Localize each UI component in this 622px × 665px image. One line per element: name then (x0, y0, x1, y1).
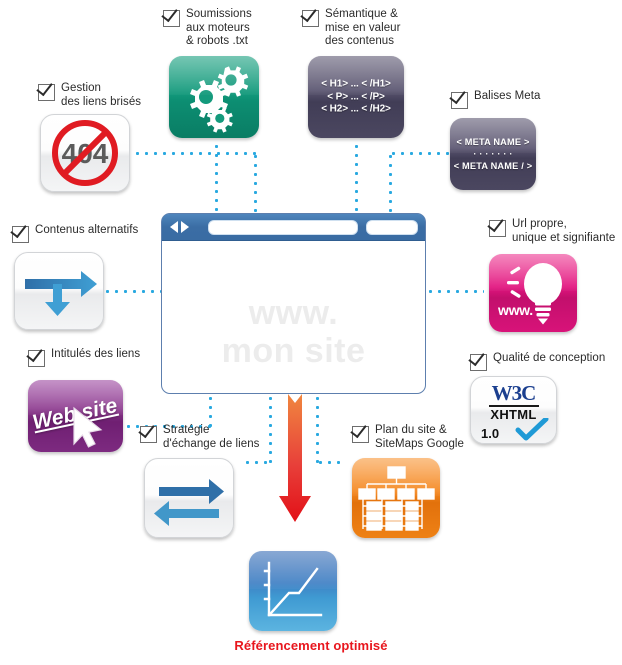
checkbox-icon[interactable] (28, 350, 45, 367)
icon-w3c-validation[interactable]: W3C XHTML 1.0 (470, 376, 557, 444)
connector-meta-to-hub (389, 152, 455, 155)
label-text: Balises Meta (474, 90, 541, 102)
checkbox-icon[interactable] (489, 220, 506, 237)
forward-arrow-icon[interactable] (181, 221, 189, 233)
meta-tag-text: < META NAME > · · · · · · · < META NAME … (453, 137, 533, 171)
label-design-quality: Qualité de conception (470, 352, 612, 371)
icon-website-cursor[interactable]: Web site (28, 380, 123, 452)
connector-exchange-stub (243, 461, 272, 464)
checkbox-icon[interactable] (352, 426, 369, 443)
connector-hub-right-vertical (389, 152, 392, 214)
connector-url-to-hub (426, 290, 484, 293)
label-link-anchors: Intitulés des liens (28, 348, 168, 367)
icon-lightbulb-www[interactable]: www. (489, 254, 577, 332)
404-blocked-icon: 404 (52, 120, 118, 186)
checkbox-icon[interactable] (163, 10, 180, 27)
connector-exchange-to-hub (269, 394, 272, 464)
icon-exchange-arrows[interactable] (144, 458, 234, 538)
label-submissions: Soumissions aux moteurs & robots .txt (163, 8, 281, 49)
connector-404-to-hub (133, 152, 256, 155)
label-sitemap: Plan du site & SiteMaps Google (352, 424, 482, 451)
label-meta-tags: Balises Meta (451, 90, 571, 109)
result-caption: Référencement optimisé (234, 638, 388, 653)
w3c-version-text: 1.0 (481, 426, 500, 441)
label-broken-links: Gestion des liens brisés (38, 82, 158, 109)
gears-icon (190, 66, 249, 133)
watermark-line-1: www. (248, 294, 339, 332)
watermark-line-2: mon site (221, 332, 366, 370)
checkbox-icon[interactable] (470, 354, 487, 371)
nav-arrows[interactable] (170, 219, 202, 235)
branch-arrow-icon (25, 271, 97, 316)
back-arrow-icon[interactable] (170, 221, 178, 233)
label-clean-url: Url propre, unique et signifiante (489, 218, 617, 245)
connector-semantics-to-hub (355, 142, 358, 214)
label-text: Contenus alternatifs (35, 224, 139, 236)
connector-website-to-hub (124, 425, 212, 428)
connector-hub-bottomleft-vertical (209, 394, 212, 428)
label-link-exchange: Stratégie d'échange de liens (140, 424, 266, 451)
icon-branch-arrow[interactable] (14, 252, 104, 330)
checkbox-icon[interactable] (12, 226, 29, 243)
checkmark-icon (515, 418, 549, 441)
checkbox-icon[interactable] (140, 426, 157, 443)
label-text: Url propre, unique et signifiante (512, 218, 616, 244)
label-text: Intitulés des liens (51, 348, 141, 360)
connector-gears-to-hub (215, 142, 218, 214)
icon-404-blocked[interactable]: 404 (40, 114, 130, 192)
w3c-divider (488, 405, 539, 407)
html-tags-text: < H1> ... < /H1> < P> ... < /P> < H2> ..… (321, 78, 391, 115)
search-input[interactable] (366, 220, 418, 235)
label-text: Plan du site & SiteMaps Google (375, 424, 464, 450)
url-input[interactable] (208, 220, 358, 235)
label-text: Qualité de conception (493, 352, 606, 364)
lightbulb-icon (507, 263, 562, 325)
label-alt-content: Contenus alternatifs (12, 224, 152, 243)
label-text: Soumissions aux moteurs & robots .txt (186, 8, 252, 47)
icon-gears[interactable] (169, 56, 259, 138)
checkbox-icon[interactable] (302, 10, 319, 27)
sitemap-tree-icon (358, 466, 435, 531)
checkbox-icon[interactable] (451, 92, 468, 109)
connector-altcontent-to-hub (103, 290, 161, 293)
result-arrow-icon (279, 394, 311, 522)
label-text: Gestion des liens brisés (61, 82, 142, 108)
exchange-arrows-icon (154, 479, 224, 526)
w3c-logo: W3C XHTML (471, 383, 556, 422)
w3c-main-text: W3C (491, 381, 537, 405)
icon-html-tags[interactable]: < H1> ... < /H1> < P> ... < /P> < H2> ..… (308, 56, 404, 138)
icon-growth-chart[interactable] (249, 551, 337, 631)
browser-toolbar (162, 214, 425, 241)
checkbox-icon[interactable] (38, 84, 55, 101)
icon-sitemap-tree[interactable] (352, 458, 440, 538)
label-semantics: Sémantique & mise en valeur des contenus (302, 8, 422, 49)
growth-chart-icon (263, 561, 323, 617)
cursor-icon (73, 406, 103, 448)
connector-sitemap-to-hub (316, 394, 319, 464)
connector-hub-left-vertical (254, 152, 257, 214)
icon-meta-tag[interactable]: < META NAME > · · · · · · · < META NAME … (450, 118, 536, 190)
www-text: www. (498, 302, 533, 318)
browser-window[interactable]: www. mon site (161, 213, 426, 394)
label-text: Stratégie d'échange de liens (163, 424, 260, 450)
connector-sitemap-stub (316, 461, 345, 464)
label-text: Sémantique & mise en valeur des contenus (325, 8, 401, 47)
w3c-standard-text: XHTML (490, 407, 537, 422)
